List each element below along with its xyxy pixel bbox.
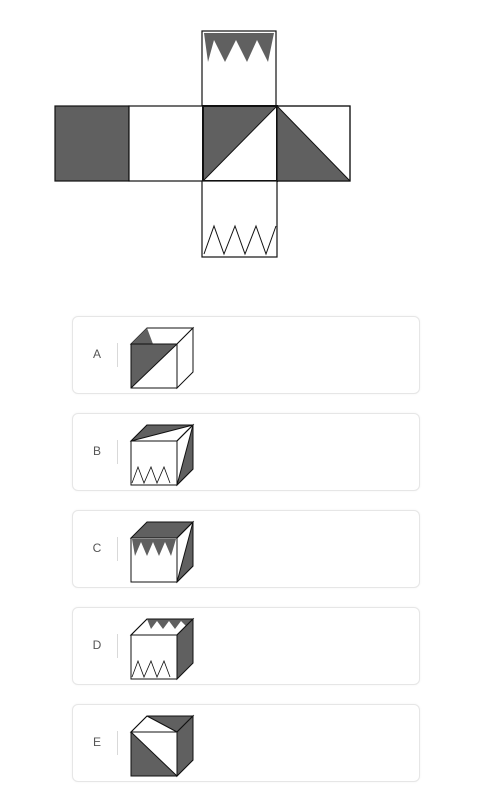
- net-face-bottom: [201, 180, 278, 258]
- option-e-letter: E: [92, 735, 101, 749]
- cube-net: [54, 30, 351, 258]
- option-c-letter: C: [92, 541, 102, 555]
- option-b[interactable]: B: [72, 413, 420, 491]
- option-e-cube: [129, 714, 195, 778]
- option-b-divider: [117, 440, 118, 464]
- option-d-divider: [117, 634, 118, 658]
- option-c[interactable]: C: [72, 510, 420, 588]
- option-e-divider: [117, 731, 118, 755]
- option-a-cube: [129, 326, 195, 390]
- net-face-center: [202, 105, 278, 182]
- net-face-left: [54, 105, 130, 182]
- option-a[interactable]: A: [72, 316, 420, 394]
- option-a-divider: [117, 343, 118, 367]
- option-b-cube: [129, 423, 195, 487]
- option-d[interactable]: D: [72, 607, 420, 685]
- option-c-divider: [117, 537, 118, 561]
- net-face-right: [276, 105, 351, 182]
- option-a-letter: A: [92, 347, 101, 361]
- option-b-letter: B: [92, 444, 101, 458]
- net-face-center-left: [128, 105, 204, 182]
- net-face-top: [201, 30, 277, 107]
- option-d-letter: D: [92, 638, 102, 652]
- option-c-cube: [129, 520, 195, 584]
- option-d-cube: [129, 617, 195, 681]
- option-e[interactable]: E: [72, 704, 420, 782]
